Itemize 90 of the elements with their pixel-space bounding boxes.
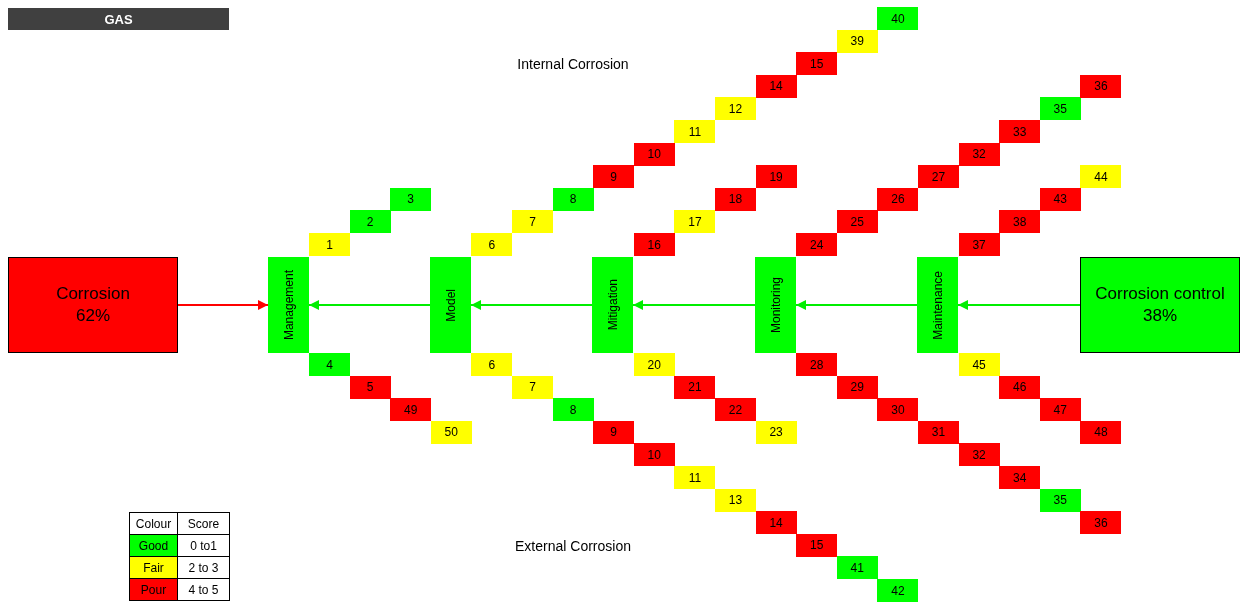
score-cell: 38 xyxy=(999,210,1041,234)
arrow xyxy=(632,300,756,310)
legend-swatch: Good xyxy=(129,534,178,557)
score-cell: 28 xyxy=(796,353,838,376)
cause-box xyxy=(1080,257,1240,353)
category-bar xyxy=(430,257,471,353)
score-cell: 9 xyxy=(593,165,635,189)
score-cell: 33 xyxy=(999,120,1041,143)
legend-swatch: Fair xyxy=(129,556,178,579)
score-cell: 25 xyxy=(836,210,878,234)
category-label: Management xyxy=(281,269,296,340)
score-cell: 47 xyxy=(1039,398,1081,422)
score-cell: 21 xyxy=(674,375,716,399)
score-cell: 40 xyxy=(877,7,919,30)
score-cell: 43 xyxy=(1039,187,1081,211)
score-cell: 23 xyxy=(755,420,797,444)
percentage-value: 62% xyxy=(76,305,110,327)
score-cell: 7 xyxy=(512,375,553,399)
score-cell: 10 xyxy=(633,443,675,467)
score-cell: 37 xyxy=(958,233,1000,256)
score-cell: 6 xyxy=(471,353,513,376)
score-cell: 35 xyxy=(1039,488,1081,512)
score-cell: 27 xyxy=(918,165,959,189)
score-cell: 5 xyxy=(349,375,391,399)
score-cell: 42 xyxy=(877,579,919,602)
category-bar xyxy=(917,257,958,353)
score-cell: 19 xyxy=(755,165,797,189)
score-cell: 29 xyxy=(836,375,878,399)
score-cell: 31 xyxy=(918,420,959,444)
score-cell: 39 xyxy=(836,29,878,53)
score-cell: 15 xyxy=(796,533,838,557)
score-cell: 24 xyxy=(796,233,838,256)
score-cell: 26 xyxy=(877,187,919,211)
score-cell: 41 xyxy=(836,556,878,580)
legend-swatch: Pour xyxy=(129,578,178,601)
score-cell: 8 xyxy=(552,398,594,422)
score-cell: 48 xyxy=(1080,420,1122,444)
box-title: Corrosion xyxy=(56,283,130,305)
score-cell: 6 xyxy=(471,233,513,256)
score-cell: 16 xyxy=(633,233,675,256)
score-cell: 3 xyxy=(390,187,432,211)
score-cell: 15 xyxy=(796,52,838,76)
score-cell: 50 xyxy=(430,420,472,444)
score-cell: 36 xyxy=(1080,74,1122,98)
score-cell: 11 xyxy=(674,466,716,489)
cause-box xyxy=(8,257,178,353)
category-label: Mitigation xyxy=(605,279,620,331)
category-bar xyxy=(268,257,309,353)
score-cell: 7 xyxy=(512,210,553,234)
score-cell: 14 xyxy=(755,511,797,535)
arrow xyxy=(795,300,918,310)
score-cell: 35 xyxy=(1039,97,1081,121)
score-cell: 8 xyxy=(552,187,594,211)
arrow xyxy=(957,300,1081,310)
score-cell: 1 xyxy=(309,233,350,256)
score-cell: 44 xyxy=(1080,165,1122,189)
score-cell: 13 xyxy=(715,488,756,512)
score-cell: 4 xyxy=(309,353,350,376)
arrow xyxy=(177,300,269,310)
category-label: Maintenance xyxy=(930,270,945,340)
score-cell: 20 xyxy=(633,353,675,376)
score-cell: 30 xyxy=(877,398,919,422)
category-bar xyxy=(755,257,796,353)
score-cell: 32 xyxy=(958,142,1000,166)
arrow xyxy=(308,300,431,310)
category-label: Monitoring xyxy=(768,277,783,333)
score-cell: 45 xyxy=(958,353,1000,376)
table-cell: Score xyxy=(177,512,230,535)
score-cell: 12 xyxy=(715,97,756,121)
score-cell: 18 xyxy=(715,187,756,211)
score-cell: 34 xyxy=(999,466,1041,489)
arrow xyxy=(470,300,593,310)
score-cell: 10 xyxy=(633,142,675,166)
score-cell: 17 xyxy=(674,210,716,234)
score-cell: 46 xyxy=(999,375,1041,399)
score-cell: 14 xyxy=(755,74,797,98)
score-cell: 2 xyxy=(349,210,391,234)
percentage-value: 38% xyxy=(1143,305,1177,327)
section-heading: Internal Corrosion xyxy=(516,56,630,72)
category-bar xyxy=(592,257,633,353)
category-label: Model xyxy=(443,288,458,322)
score-cell: 11 xyxy=(674,120,716,143)
score-cell: 36 xyxy=(1080,511,1122,535)
section-heading: External Corrosion xyxy=(514,538,632,554)
score-cell: 22 xyxy=(715,398,756,422)
score-cell: 49 xyxy=(390,398,432,422)
score-cell: 9 xyxy=(593,420,635,444)
score-cell: 32 xyxy=(958,443,1000,467)
box-title: Corrosion control xyxy=(1095,283,1225,305)
title-bar: GAS xyxy=(8,8,229,30)
